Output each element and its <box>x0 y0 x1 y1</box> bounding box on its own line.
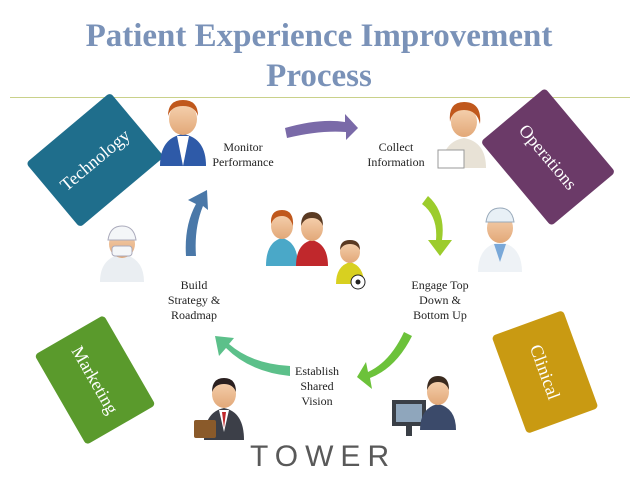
family-icon <box>266 210 366 290</box>
title-divider <box>10 97 630 98</box>
step-collect-line1: Collect <box>378 140 414 154</box>
step-establish-line1: Establish <box>295 364 339 378</box>
doctor-icon <box>478 207 522 272</box>
step-build-line1: Build <box>180 278 208 292</box>
briefcase-man-icon <box>194 378 244 440</box>
step-monitor-line1: Monitor <box>223 140 263 154</box>
clinical-tab-shape <box>492 311 598 433</box>
title-line-1: Patient Experience Improvement <box>85 18 553 54</box>
secretary-icon <box>437 102 486 169</box>
step-establish-line2: Shared <box>300 379 334 393</box>
marketing-tab-shape <box>35 316 155 444</box>
step-engage-line3: Bottom Up <box>413 308 467 322</box>
step-monitor-line2: Performance <box>212 155 274 169</box>
title-line-2: Process <box>266 58 372 94</box>
computer-worker-icon <box>392 376 456 436</box>
marketing-tab: Marketing <box>35 316 155 444</box>
operations-tab: Operations <box>482 89 614 225</box>
step-build-line2: Strategy & <box>167 293 221 307</box>
operations-tab-shape <box>482 89 614 225</box>
step-engage-line1: Engage Top <box>411 278 469 292</box>
technology-tab-shape <box>27 94 163 226</box>
step-engage-line2: Down & <box>419 293 461 307</box>
arrow-establish-to-build <box>215 336 290 376</box>
step-build-line3: Roadmap <box>171 308 217 322</box>
step-monitor-performance: Monitor Performance <box>205 140 281 170</box>
page-title: Patient Experience Improvement Process <box>0 16 638 96</box>
step-establish-shared-vision: Establish Shared Vision <box>282 364 352 409</box>
clinical-tab: Clinical <box>492 311 598 433</box>
surgeon-icon <box>100 225 144 282</box>
arrow-engage-to-establish <box>357 332 412 389</box>
step-establish-line3: Vision <box>301 394 333 408</box>
step-build-strategy: Build Strategy & Roadmap <box>156 278 232 323</box>
arrow-collect-to-engage <box>422 196 452 256</box>
technology-tab: Technology <box>27 94 163 226</box>
step-engage: Engage Top Down & Bottom Up <box>402 278 478 323</box>
businessman-icon <box>160 100 206 166</box>
arrow-monitor-to-collect <box>285 114 358 140</box>
brand-logo: TOWER <box>250 440 397 473</box>
step-collect-line2: Information <box>367 155 425 169</box>
arrow-build-to-monitor <box>185 190 208 256</box>
step-collect-information: Collect Information <box>358 140 434 170</box>
